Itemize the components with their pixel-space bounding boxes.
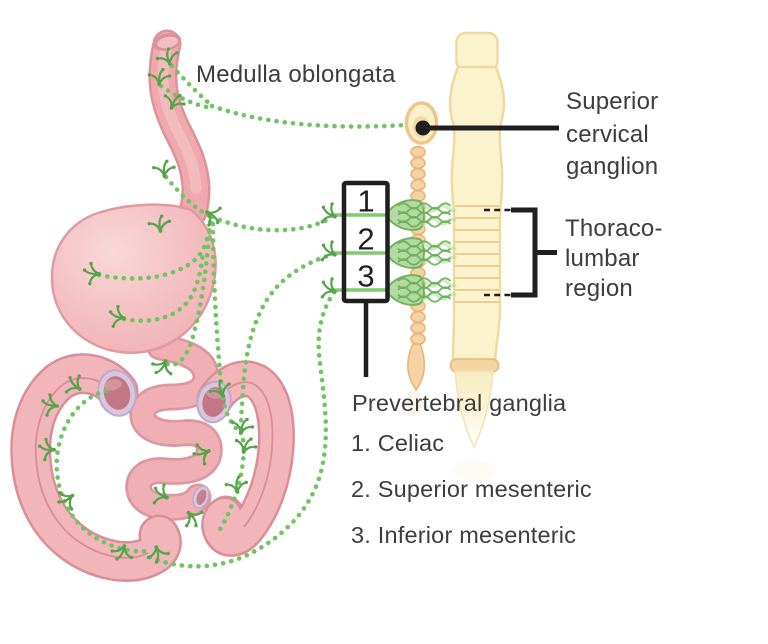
list-item-superior-mesenteric: 2. Superior mesenteric <box>351 476 592 502</box>
box-number-3: 3 <box>357 259 374 294</box>
tlr-label-line-3: region <box>565 275 633 302</box>
scg-label-line-3: ganglion <box>566 153 659 180</box>
superior-cervical-ganglion-label: Superior cervical ganglion <box>566 86 658 184</box>
medulla-oblongata-label: Medulla oblongata <box>196 61 396 88</box>
list-item-celiac: 1. Celiac <box>351 430 445 456</box>
ganglia-box-fill <box>344 183 388 301</box>
thoracolumbar-bracket <box>511 207 538 298</box>
box-number-1: 1 <box>357 184 374 219</box>
chain-tail <box>407 343 425 392</box>
list-item-inferior-mesenteric: 3. Inferior mesenteric <box>351 522 577 548</box>
box-number-2: 2 <box>357 222 374 257</box>
superior-cervical-ganglion <box>404 101 439 145</box>
ganglia-box-border <box>341 180 390 304</box>
celiac-ganglion-cone <box>384 198 458 232</box>
ganglia-box-numbers: 1 2 3 <box>357 184 374 294</box>
cord-body <box>448 65 506 362</box>
scg-label-line-2: cervical <box>566 120 649 148</box>
esophagus-opening <box>152 33 182 51</box>
ileum-cut-end <box>192 485 210 509</box>
cord-band <box>449 358 500 373</box>
tlr-label-line-1: Thoraco- <box>565 215 663 242</box>
scg-label-line-1: Superior <box>566 88 659 115</box>
thoracolumbar-region-label: Thoraco- lumbar region <box>565 214 663 304</box>
superior-mesenteric-ganglion-cone <box>384 236 458 270</box>
small-intestine <box>125 333 223 521</box>
annotations <box>341 120 559 377</box>
sympathetic-chain <box>404 101 439 416</box>
colon-cut-ring-left <box>97 369 137 417</box>
prevertebral-ganglia-cones <box>384 198 458 307</box>
cord-segments <box>455 205 499 303</box>
prevertebral-ganglia-label: Prevertebral ganglia <box>352 390 567 416</box>
conus <box>454 370 494 449</box>
cord-reflection <box>452 460 496 480</box>
tlr-label-line-2: lumbar <box>565 245 640 272</box>
brainstem-top <box>455 31 499 72</box>
spinal-cord <box>448 31 506 480</box>
scg-leader-dot <box>415 120 431 136</box>
chain-reflection <box>407 388 421 416</box>
inferior-mesenteric-ganglion-cone <box>384 273 458 307</box>
